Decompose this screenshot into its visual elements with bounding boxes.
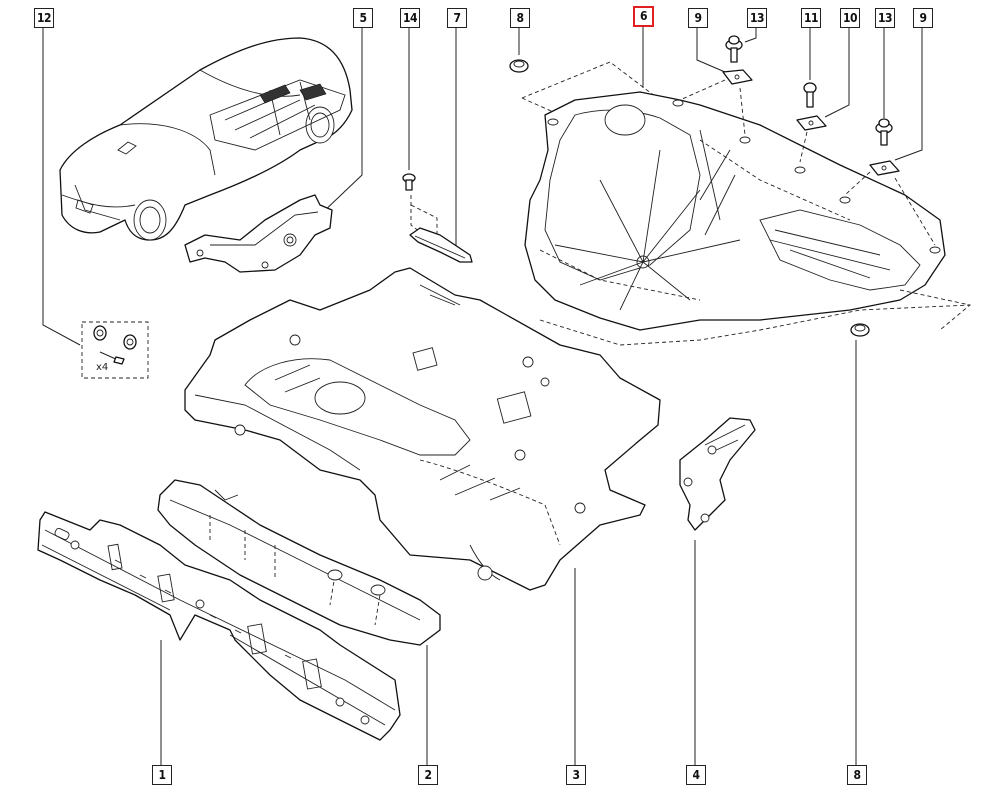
callout-2[interactable]: 2: [418, 765, 438, 785]
callout-10[interactable]: 10: [840, 8, 860, 28]
kit-quantity-label: x4: [96, 362, 109, 373]
callout-12[interactable]: 12: [34, 8, 54, 28]
side-bracket-5: [184, 194, 333, 273]
plug-8-bottom: [850, 323, 870, 337]
callout-11[interactable]: 11: [801, 8, 821, 28]
cross-member-1: [37, 511, 401, 741]
callout-14[interactable]: 14: [400, 8, 420, 28]
leader-9a: [696, 27, 726, 73]
bracket-4: [679, 417, 756, 531]
callout-1[interactable]: 1: [152, 765, 172, 785]
callout-7[interactable]: 7: [447, 8, 467, 28]
reinforcement-7: [409, 227, 473, 263]
leader-12: [42, 27, 81, 346]
floor-pan-6: [521, 61, 971, 346]
callout-9-a[interactable]: 9: [688, 8, 708, 28]
leader-10: [824, 27, 850, 118]
callout-6-selected[interactable]: 6: [633, 6, 654, 27]
callout-13-a[interactable]: 13: [747, 8, 767, 28]
floor-panel-3: [184, 267, 661, 591]
plug-8-top: [509, 59, 529, 73]
fasteners-top-right: [679, 35, 936, 246]
callout-5[interactable]: 5: [353, 8, 373, 28]
leader-5: [319, 27, 363, 216]
callout-3[interactable]: 3: [566, 765, 586, 785]
leader-13a: [744, 27, 757, 43]
leader-lines: [42, 27, 923, 765]
reinforcement-2: [157, 479, 441, 646]
callout-4[interactable]: 4: [686, 765, 706, 785]
callout-8-bottom[interactable]: 8: [847, 765, 867, 785]
callout-8-top[interactable]: 8: [510, 8, 530, 28]
fastener-kit-12: [81, 321, 149, 379]
callout-13-b[interactable]: 13: [875, 8, 895, 28]
callout-9-b[interactable]: 9: [913, 8, 933, 28]
leader-9b: [894, 27, 923, 161]
vehicle-overview: [59, 37, 353, 241]
